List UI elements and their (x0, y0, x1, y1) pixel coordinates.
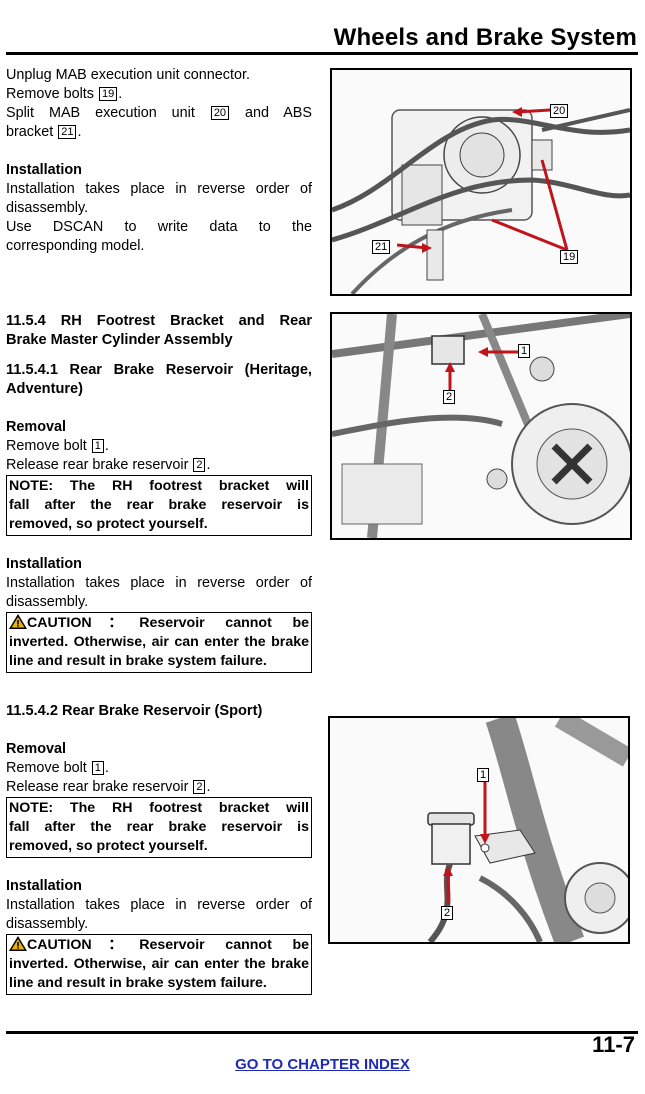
sport-note-box: NOTE: The RH footrest bracket will fall … (6, 797, 312, 858)
sport-note-l1: NOTE: The RH footrest bracket will (9, 800, 309, 816)
note-l3: removed, so protect yourself. (9, 516, 208, 532)
ref-20: 20 (210, 106, 230, 120)
reservoir-sport-illustration (427, 718, 628, 942)
sport-installation-l2: disassembly. (6, 916, 89, 932)
section-11-5-4-2: 11.5.4.2 Rear Brake Reservoir (Sport) Re… (6, 702, 312, 995)
caution-l2: inverted. Otherwise, air can enter the b… (9, 634, 309, 650)
sport-removal-title: Removal (6, 741, 66, 757)
release-reservoir-line: Release rear brake reservoir 2. (6, 457, 211, 473)
note-l1: NOTE: The RH footrest bracket will (9, 478, 309, 494)
sport-callout-2: 2 (441, 906, 454, 920)
callout-1: 1 (518, 344, 531, 358)
sport-caution-l2: inverted. Otherwise, air can enter the b… (9, 956, 309, 972)
sport-remove-bolt-line: Remove bolt 1. (6, 760, 109, 776)
section-11-5-4-2-title: 11.5.4.2 Rear Brake Reservoir (Sport) (6, 703, 263, 719)
note-l2: fall after the rear brake reservoir is (9, 497, 309, 513)
sport-installation-l1: Installation takes place in reverse orde… (6, 897, 312, 913)
callout-19: 19 (560, 250, 579, 264)
mab-line4: bracket 21. (6, 124, 82, 140)
figure-reservoir-heritage: 1 2 (330, 312, 632, 540)
mab-line3: Split MAB execution unit 20 and ABS (6, 105, 312, 121)
callout-20: 20 (550, 104, 569, 118)
page-number: 11-7 (592, 1032, 635, 1057)
sport-ref-1: 1 (91, 761, 104, 775)
warning-triangle-icon (9, 936, 27, 951)
section-11-5-4: 11.5.4 RH Footrest Bracket and Rear Brak… (6, 312, 312, 673)
mab-removal-text: Unplug MAB execution unit connector. Rem… (6, 66, 312, 256)
callout-2: 2 (443, 390, 456, 404)
section-11-5-4-title-l2: Brake Master Cylinder Assembly (6, 332, 233, 348)
caution-box: CAUTION：Reservoir cannot be inverted. Ot… (6, 612, 312, 673)
mab-line2: Remove bolts 19. (6, 86, 123, 102)
footer-rule (6, 1031, 638, 1034)
caution-l1: CAUTION：Reservoir cannot be (9, 614, 309, 633)
sport-note-l3: removed, so protect yourself. (9, 838, 208, 854)
sport-callout-1: 1 (477, 768, 490, 782)
figure-mab-unit: 20 21 19 (330, 68, 632, 296)
mab-installation-l1: Installation takes place in reverse orde… (6, 181, 312, 197)
sport-ref-2: 2 (193, 780, 206, 794)
ref-1: 1 (91, 439, 104, 453)
page-header-title: Wheels and Brake System (333, 24, 637, 51)
mab-installation-title: Installation (6, 162, 82, 178)
reservoir-heritage-illustration (332, 314, 630, 538)
figure-reservoir-sport: 1 2 (328, 716, 630, 944)
mab-unit-illustration (332, 107, 630, 294)
mab-dscan-l1: Use DSCAN to write data to the (6, 219, 312, 235)
section-11-5-4-1-title-l2: Adventure) (6, 381, 84, 397)
ref-2: 2 (193, 458, 206, 472)
sport-note-l2: fall after the rear brake reservoir is (9, 819, 309, 835)
go-to-chapter-index-link[interactable]: GO TO CHAPTER INDEX (235, 1056, 410, 1073)
mab-installation-l2: disassembly. (6, 200, 89, 216)
header-rule (6, 52, 638, 55)
remove-bolt-line: Remove bolt 1. (6, 438, 109, 454)
ref-19: 19 (98, 87, 118, 101)
sport-caution-box: CAUTION：Reservoir cannot be inverted. Ot… (6, 934, 312, 995)
installation-l1: Installation takes place in reverse orde… (6, 575, 312, 591)
section-11-5-4-1-title-l1: 11.5.4.1 Rear Brake Reservoir (Heritage, (6, 362, 312, 378)
sport-release-reservoir-line: Release rear brake reservoir 2. (6, 779, 211, 795)
sport-caution-l3: line and result in brake system failure. (9, 975, 267, 991)
mab-dscan-l2: corresponding model. (6, 238, 145, 254)
warning-triangle-icon (9, 614, 27, 629)
installation-title: Installation (6, 556, 82, 572)
removal-title: Removal (6, 419, 66, 435)
note-box: NOTE: The RH footrest bracket will fall … (6, 475, 312, 536)
caution-l3: line and result in brake system failure. (9, 653, 267, 669)
sport-caution-l1: CAUTION：Reservoir cannot be (9, 936, 309, 955)
ref-21: 21 (58, 125, 77, 139)
section-11-5-4-title-l1: 11.5.4 RH Footrest Bracket and Rear (6, 313, 312, 329)
sport-installation-title: Installation (6, 878, 82, 894)
callout-21: 21 (372, 240, 391, 254)
mab-line1: Unplug MAB execution unit connector. (6, 67, 250, 83)
installation-l2: disassembly. (6, 594, 89, 610)
